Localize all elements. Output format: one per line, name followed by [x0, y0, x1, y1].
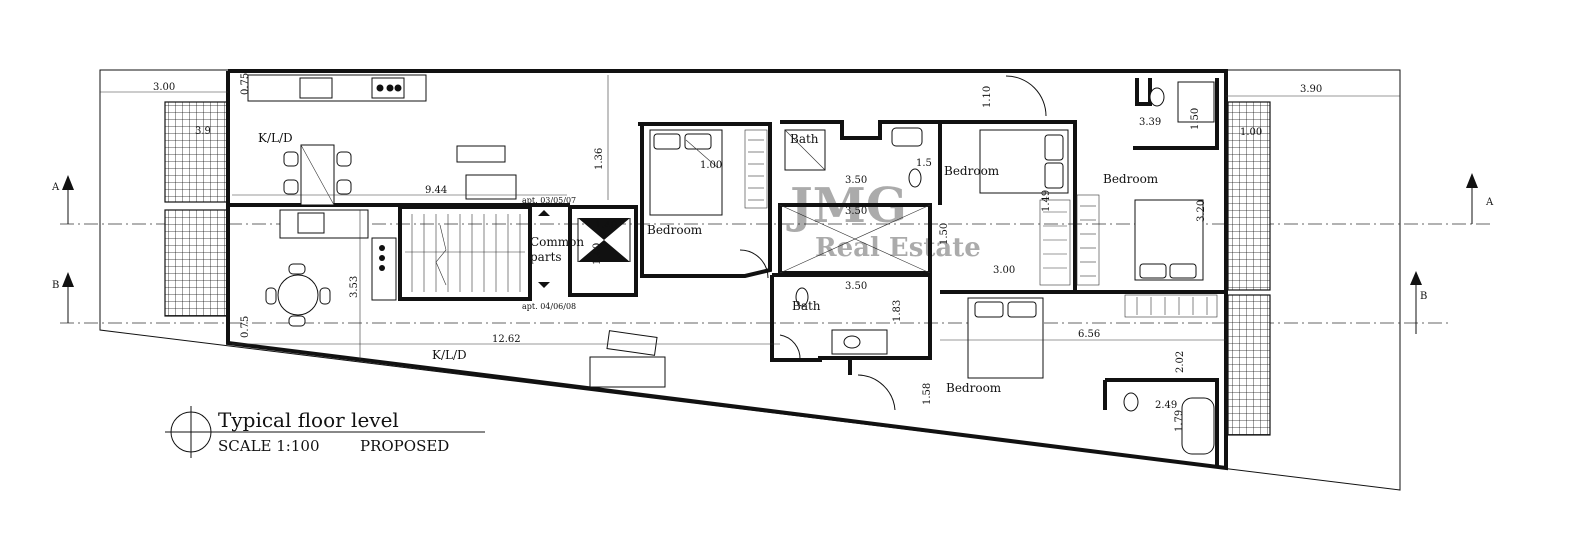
- dim-3-00-left: 3.00: [153, 82, 175, 93]
- bedroom-2-walls: [940, 120, 1077, 292]
- door-swing-2: [857, 374, 896, 411]
- room-label-bedroom-1: Bedroom: [647, 223, 703, 237]
- terrace-left-upper: [164, 101, 228, 203]
- dim-1-5: 1.5: [916, 158, 932, 169]
- apt-note-upper: apt. 03/05/07: [522, 196, 576, 205]
- dim-1-00-b: 1.00: [700, 160, 722, 171]
- room-label-kld-top: K/L/D: [258, 131, 293, 145]
- dim-2-49: 2.49: [1155, 400, 1177, 411]
- scale-text: SCALE 1:100: [218, 437, 320, 455]
- dim-1-79: 1.79: [1174, 410, 1185, 432]
- section-mark-b-right: B: [1420, 291, 1427, 302]
- room-label-bedroom-3: Bedroom: [1103, 172, 1159, 186]
- dim-3-50-b: 3.50: [845, 206, 867, 217]
- wardrobe-4: [1124, 294, 1218, 318]
- dim-0-75-top: 0.75: [240, 73, 251, 95]
- section-marker-b-left: B: [52, 272, 74, 323]
- dim-1-36: 1.36: [594, 148, 605, 170]
- dim-3-20: 3.20: [1196, 200, 1207, 222]
- terrace-left-lower: [164, 209, 228, 317]
- lift-cabin: [578, 218, 630, 262]
- wardrobe-1: [744, 129, 768, 209]
- watermark-logo: JMG: [786, 178, 907, 234]
- dim-6-56: 6.56: [1078, 329, 1100, 340]
- dim-1-50-a: 1.50: [1190, 108, 1201, 130]
- terrace-right-lower: [1227, 294, 1271, 436]
- outer-wall: [226, 69, 1228, 471]
- terrace-right-upper: [1227, 101, 1271, 291]
- dim-1-50-b: 1.50: [939, 223, 950, 245]
- dim-3-39: 3.39: [1139, 117, 1161, 128]
- section-marker-a-right: A: [1466, 173, 1494, 224]
- round-dining-table: [277, 274, 319, 316]
- section-marker-b-right: B: [1410, 271, 1427, 334]
- room-label-bath-1: Bath: [790, 132, 819, 146]
- dim-1-58: 1.58: [922, 383, 933, 405]
- room-label-bath-2: Bath: [792, 299, 821, 313]
- room-label-kld-bottom: K/L/D: [432, 348, 467, 362]
- sofa-top: [465, 174, 517, 200]
- title-text: Typical floor level: [218, 408, 399, 432]
- status-text: PROPOSED: [360, 437, 449, 455]
- title-block: Typical floor level SCALE 1:100 PROPOSED: [165, 406, 485, 458]
- room-label-parts: parts: [530, 250, 562, 264]
- door-swing-1: [1005, 75, 1047, 117]
- dim-3-9: 3.9: [195, 126, 211, 137]
- watermark-text: Real Estate: [815, 233, 981, 263]
- section-marker-a-left: A: [51, 175, 74, 224]
- section-mark-a-left: A: [51, 182, 60, 193]
- wardrobe-3: [1076, 194, 1100, 286]
- bathtub: [1181, 397, 1215, 455]
- dim-3-53: 3.53: [349, 276, 360, 298]
- lift-shaft: [568, 205, 638, 297]
- section-mark-a-right: A: [1485, 197, 1494, 208]
- wardrobe-2: [1039, 199, 1071, 286]
- section-mark-b-left: B: [52, 280, 59, 291]
- bedroom-1-walls: [638, 122, 772, 278]
- dim-3-50-a: 3.50: [845, 175, 867, 186]
- stair-treads: [405, 214, 525, 292]
- ensuite-top-walls: [1135, 78, 1152, 106]
- dim-3-00-mid: 3.00: [993, 265, 1015, 276]
- apt-note-lower: apt. 04/06/08: [522, 302, 576, 311]
- room-label-common: Common: [530, 235, 584, 249]
- room-label-bedroom-4: Bedroom: [946, 381, 1002, 395]
- dim-3-90-right: 3.90: [1300, 84, 1322, 95]
- dim-1-00-a: 1.00: [1240, 127, 1262, 138]
- sofa-bottom: [589, 356, 666, 388]
- dim-1-40-a: 1.40: [595, 220, 617, 231]
- dim-1-49: 1.49: [1041, 190, 1052, 212]
- dim-1-83: 1.83: [892, 300, 903, 322]
- dim-12-62: 12.62: [492, 334, 521, 345]
- room-label-bedroom-2: Bedroom: [944, 164, 1000, 178]
- bath-lower-right-walls: [1105, 378, 1219, 466]
- stair-core: [398, 205, 532, 301]
- dim-1-10: 1.10: [982, 86, 993, 108]
- bath-2-walls: [770, 273, 932, 362]
- dim-9-44: 9.44: [425, 185, 447, 196]
- dim-1-40-b: 1.40: [592, 243, 603, 265]
- dim-2-02: 2.02: [1175, 351, 1186, 373]
- dim-3-50-c: 3.50: [845, 281, 867, 292]
- dim-0-75-bottom: 0.75: [240, 316, 251, 338]
